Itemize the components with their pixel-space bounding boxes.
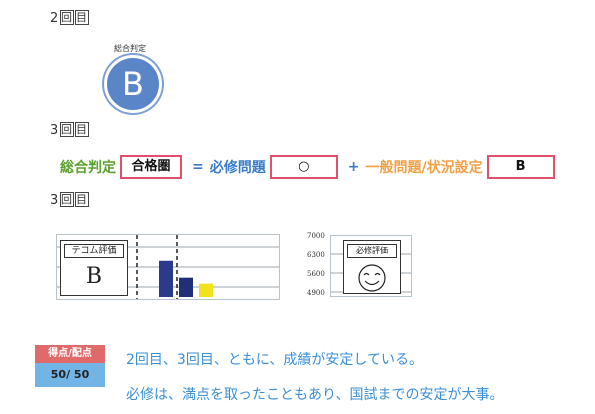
round-box: 回: [59, 10, 74, 25]
bar-2: [199, 283, 213, 297]
total-judgement-label: 総合判定: [60, 160, 116, 176]
tecom-chart-panel: テコム評価 B: [56, 234, 280, 300]
tecom-evaluation-grade: B: [85, 264, 103, 289]
score-box: 得点/配点 50/ 50: [35, 345, 105, 387]
plus-sign: +: [347, 159, 360, 175]
bar-0: [159, 260, 173, 297]
round-suffix: 目: [74, 192, 89, 207]
y-tick-label: 7000: [307, 232, 325, 240]
grade-badge: B: [104, 55, 162, 113]
round-box: 回: [59, 122, 74, 137]
score-label: 得点/配点: [35, 345, 105, 363]
total-judgement-value: 合格圏: [120, 155, 182, 179]
required-chart-panel: 必修評価: [330, 235, 412, 297]
y-tick-label: 6300: [307, 251, 325, 259]
required-questions-value: ○: [269, 155, 338, 179]
grade-letter: B: [122, 65, 144, 103]
equals-sign: =: [192, 159, 204, 175]
required-evaluation-title: 必修評価: [347, 244, 397, 258]
score-value: 50/ 50: [35, 363, 105, 387]
tecom-evaluation-card: テコム評価 B: [60, 240, 128, 296]
round-suffix: 目: [74, 10, 89, 25]
round-number: 2: [50, 11, 59, 26]
round-number: 3: [50, 123, 59, 138]
general-questions-value: B: [486, 155, 555, 179]
comment-line-1: 2回目、3回目、ともに、成績が安定している。: [126, 352, 423, 368]
comment-line-2: 必修は、満点を取ったこともあり、国試までの安定が大事。: [126, 387, 504, 403]
required-evaluation-card: 必修評価: [343, 240, 401, 294]
required-questions-label: 必修問題: [209, 160, 266, 176]
tecom-evaluation-title: テコム評価: [64, 244, 124, 258]
round-number: 3: [50, 193, 59, 208]
smiley-face-icon: [358, 264, 386, 292]
y-tick-label: 5600: [307, 270, 325, 278]
general-questions-label: 一般問題/状況設定: [365, 160, 483, 176]
round-box: 回: [59, 192, 74, 207]
round-suffix: 目: [74, 122, 89, 137]
bar-1: [179, 277, 193, 297]
badge-title: 総合判定: [114, 44, 146, 53]
y-tick-label: 4900: [307, 289, 325, 297]
judgement-formula: 総合判定 合格圏 = 必修問題 ○ + 一般問題/状況設定 B: [60, 155, 559, 179]
